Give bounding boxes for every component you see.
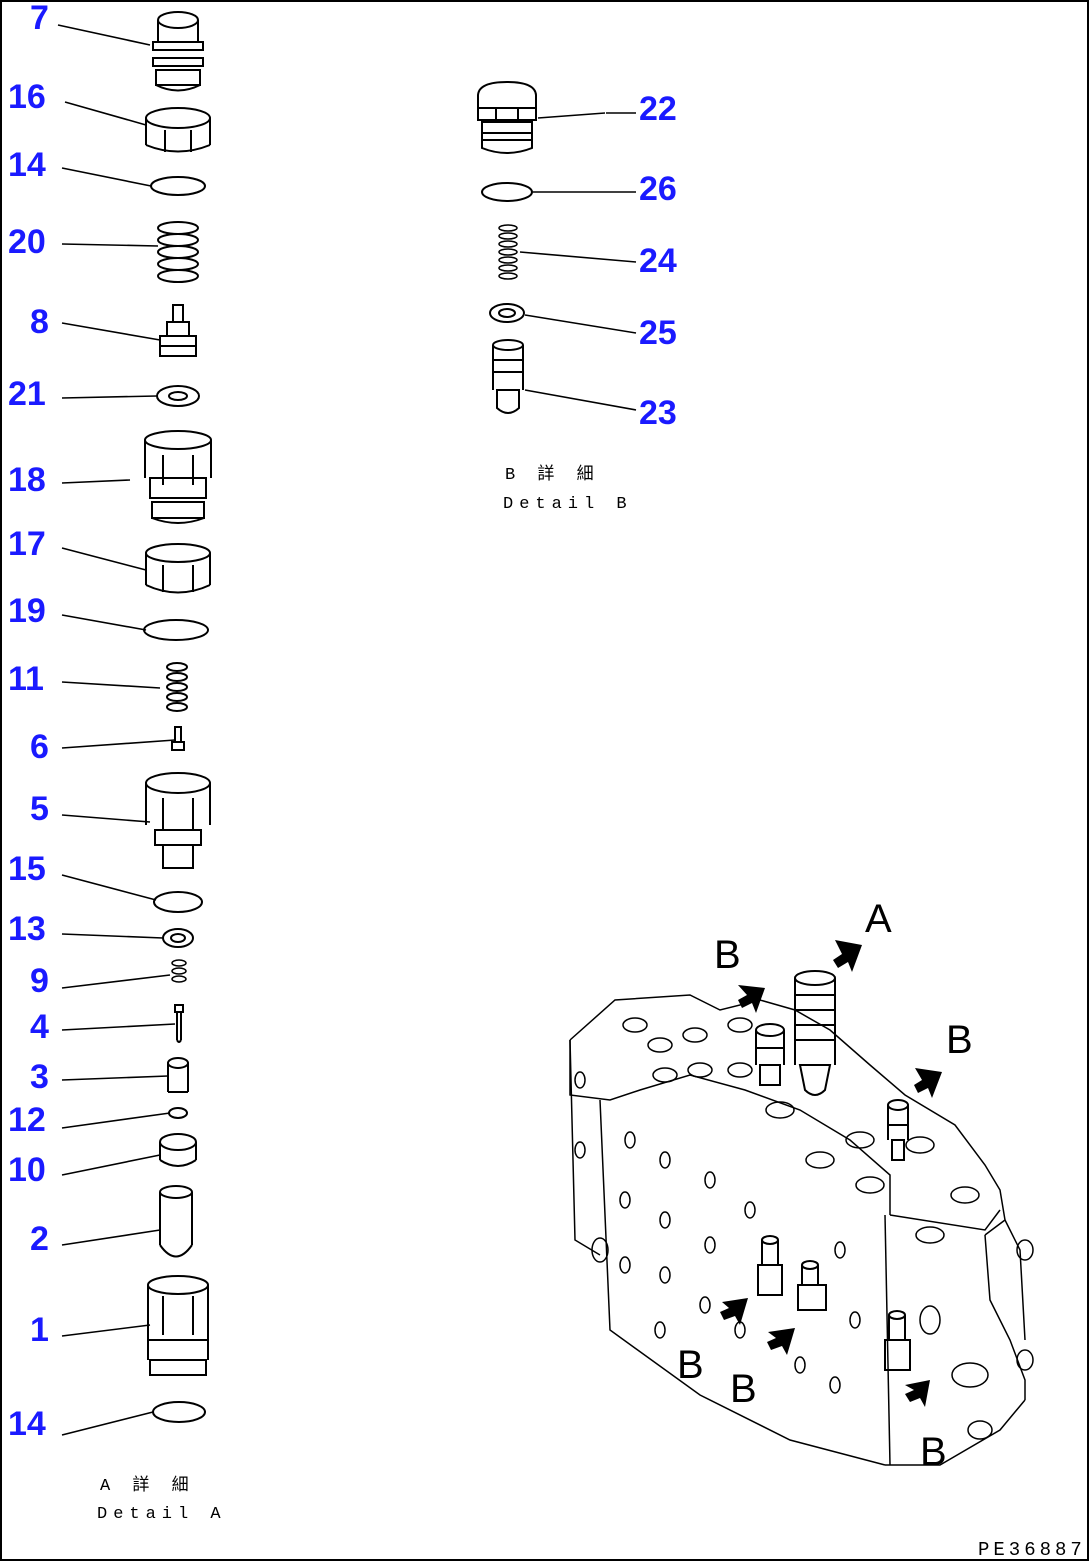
arrow-b-front-left	[720, 1298, 748, 1325]
assembly-relief-valve-a	[794, 970, 836, 1096]
part-26-ring	[481, 182, 533, 202]
detail-a-caption-en: Detail A	[97, 1505, 227, 1524]
callout-14: 14	[8, 146, 46, 184]
callout-23: 23	[639, 394, 677, 432]
part-7	[152, 11, 204, 92]
label-b-front-right: B	[920, 1430, 947, 1474]
assembly-arrows	[720, 940, 942, 1407]
detail-b-leaders	[519, 112, 637, 411]
detail-b-caption-en: Detail B	[503, 495, 633, 514]
part-17	[145, 543, 211, 594]
part-1	[147, 1275, 209, 1376]
assembly-valve-b-front-mid	[797, 1260, 827, 1311]
callout-14-bottom: 14	[8, 1405, 46, 1443]
detail-a-caption-jp: A 詳 細	[100, 1475, 195, 1496]
part-4	[174, 1004, 184, 1043]
callout-25: 25	[639, 314, 677, 352]
callout-15: 15	[8, 850, 46, 888]
part-23	[492, 339, 524, 414]
callout-11: 11	[8, 660, 44, 698]
callout-26: 26	[639, 170, 677, 208]
callout-6: 6	[30, 728, 49, 766]
part-11	[166, 662, 188, 712]
detail-a: 7 16 14 20 8 21 18 17 19 11 6 5 15 13 9 …	[8, 0, 227, 1524]
callout-7: 7	[30, 0, 49, 37]
part-3	[167, 1057, 189, 1093]
part-8	[159, 304, 197, 357]
assembly-valve-b-top	[755, 1023, 785, 1086]
assembly-labels: A B B B B B	[677, 897, 973, 1474]
detail-a-callouts: 7 16 14 20 8 21 18 17 19 11 6 5 15 13 9 …	[8, 0, 49, 1443]
callout-3: 3	[30, 1058, 49, 1096]
valve-assembly: A B B B B B	[569, 897, 1034, 1474]
callout-18: 18	[8, 461, 46, 499]
callout-22: 22	[639, 90, 677, 128]
part-20	[157, 221, 199, 283]
callout-2: 2	[30, 1220, 49, 1258]
arrow-b-right	[914, 1068, 942, 1098]
callout-20: 20	[8, 223, 46, 261]
label-a: A	[865, 897, 892, 941]
part-24	[498, 224, 518, 280]
part-22	[477, 80, 537, 154]
part-10	[159, 1133, 197, 1167]
callout-5: 5	[30, 790, 49, 828]
detail-b-caption-jp: B 詳 細	[505, 464, 600, 485]
part-18	[144, 430, 212, 524]
assembly-valve-b-front-left	[757, 1235, 783, 1296]
arrow-b-top	[738, 985, 765, 1013]
callout-10: 10	[8, 1151, 46, 1189]
part-15-ring	[153, 891, 203, 913]
callout-12: 12	[8, 1101, 46, 1139]
part-2	[159, 1185, 193, 1258]
assembly-valve-b-right	[887, 1099, 909, 1161]
callout-19: 19	[8, 592, 46, 630]
label-b-front-left: B	[677, 1343, 704, 1387]
callout-17: 17	[8, 525, 46, 563]
arrow-a	[833, 940, 862, 972]
callout-9: 9	[30, 962, 49, 1000]
callout-21: 21	[8, 375, 46, 413]
callout-13: 13	[8, 910, 46, 948]
detail-b: 22 26 24 25 23 B 詳 細 Detail B	[477, 80, 677, 514]
callout-4: 4	[30, 1008, 49, 1046]
valve-block-outline	[569, 994, 1034, 1466]
detail-b-callouts: 22 26 24 25 23	[639, 90, 677, 432]
assembly-valve-b-front-right	[884, 1310, 911, 1371]
detail-a-leaders	[57, 24, 176, 1436]
part-25	[489, 303, 525, 323]
arrow-b-front-right	[905, 1380, 930, 1407]
callout-1: 1	[30, 1311, 49, 1349]
label-b-top: B	[714, 933, 741, 977]
callout-8: 8	[30, 303, 49, 341]
part-6	[171, 726, 185, 751]
label-b-front-mid: B	[730, 1367, 757, 1411]
part-9	[171, 959, 187, 983]
label-b-right: B	[946, 1018, 973, 1062]
drawing-code: PE36887	[978, 1539, 1086, 1561]
callout-16: 16	[8, 78, 46, 116]
part-16	[145, 107, 211, 153]
part-5	[145, 772, 211, 869]
callout-24: 24	[639, 242, 677, 280]
arrow-b-front-mid	[767, 1328, 795, 1355]
